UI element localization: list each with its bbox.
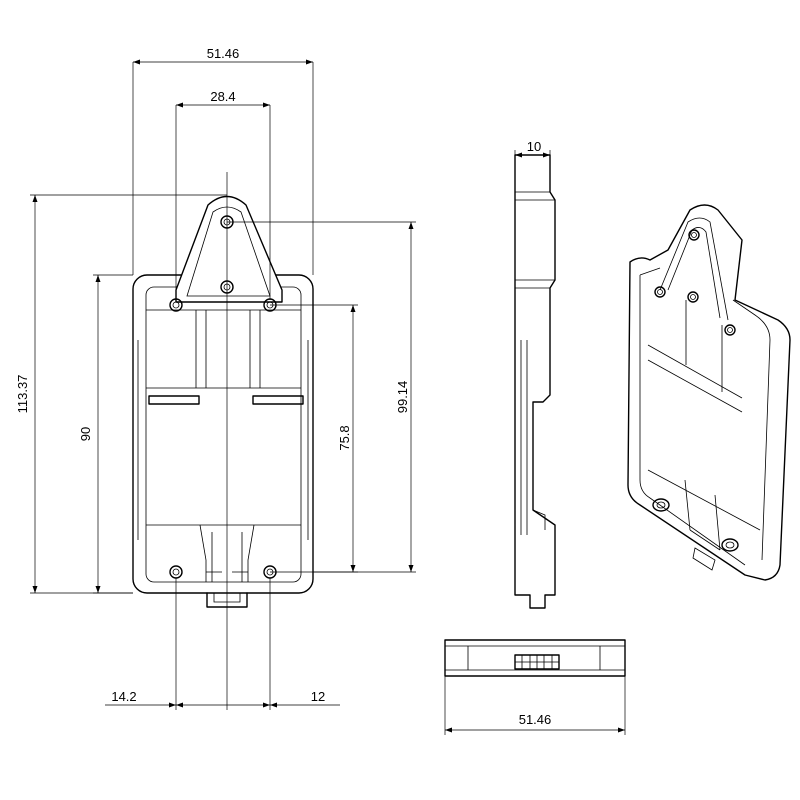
front-view xyxy=(132,172,314,710)
dim-width-overall: 51.46 xyxy=(207,46,240,61)
hanging-tab-inner xyxy=(186,206,271,297)
front-inner-frame xyxy=(145,286,302,583)
front-outer-body xyxy=(132,274,314,594)
dim-bottom-width: 51.46 xyxy=(519,712,552,727)
hanging-tab xyxy=(175,195,283,303)
bottom-profile xyxy=(444,639,626,677)
dim-height-tab: 99.14 xyxy=(395,381,410,414)
dim-offset-right: 12 xyxy=(311,689,325,704)
iso-outer-body xyxy=(627,204,791,581)
isometric-view xyxy=(627,204,791,581)
dim-height-overall: 113.37 xyxy=(15,375,30,414)
dim-height-holes: 75.8 xyxy=(337,425,352,450)
right-slot xyxy=(252,395,304,405)
front-dimensions: 51.46 28.4 113.37 90 75.8 99.14 14. xyxy=(15,46,416,710)
dim-thickness: 10 xyxy=(527,139,541,154)
bottom-left-mount-hole xyxy=(169,565,183,579)
side-profile xyxy=(514,154,556,609)
bottom-view: 51.46 xyxy=(444,639,626,735)
iso-hanging-tab xyxy=(659,217,729,321)
left-slot xyxy=(148,395,200,405)
dim-height-inner: 90 xyxy=(78,427,93,441)
dim-offset-left: 14.2 xyxy=(111,689,136,704)
side-view: 10 xyxy=(514,139,556,609)
dim-width-holes: 28.4 xyxy=(210,89,235,104)
